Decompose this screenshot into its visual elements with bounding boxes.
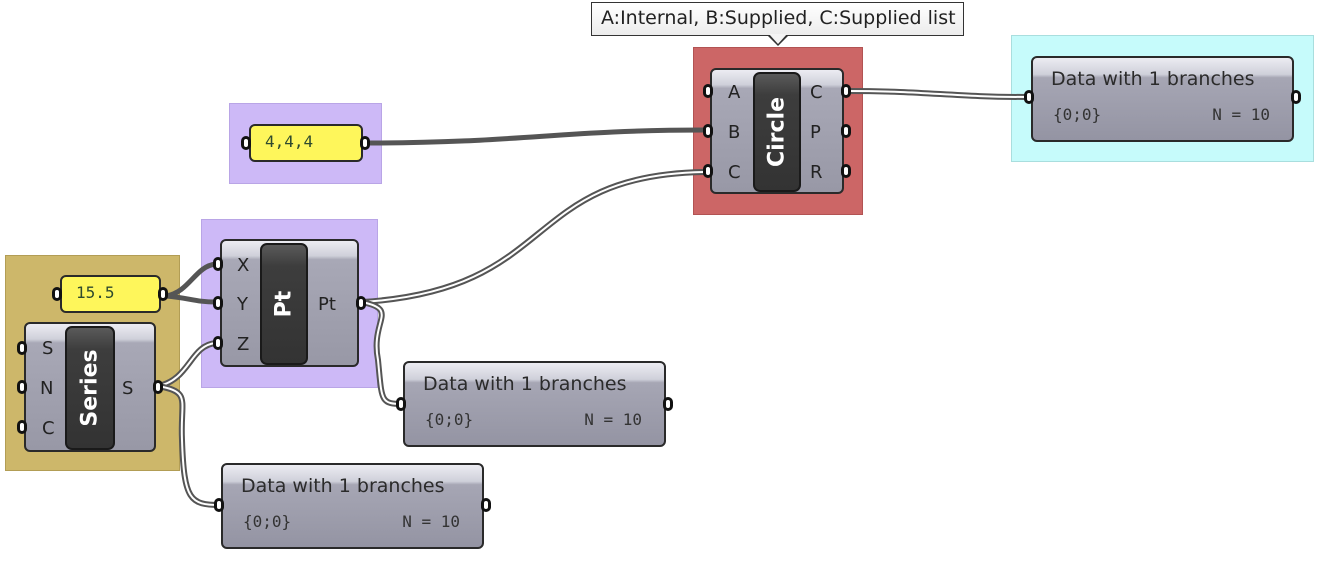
wire-number-to-x [163,261,219,299]
series-component-label: Series [77,349,103,427]
series-input-n-grip[interactable] [17,380,27,394]
panel-input-grip[interactable] [214,498,224,512]
number-value: 15.5 [76,283,115,302]
number-output-grip[interactable] [158,287,168,301]
panel-count: N = 10 [1212,105,1270,124]
point-input-z[interactable]: Z [237,334,250,355]
data-panel-circle[interactable]: Data with 1 branches {0;0} N = 10 [1031,56,1294,142]
vector-output-grip[interactable] [360,136,370,150]
vector-value-input[interactable]: 4,4,4 [249,124,363,162]
series-input-n[interactable]: N [40,378,54,399]
point-input-x-grip[interactable] [213,257,223,271]
point-component-core[interactable]: Pt [260,243,308,365]
circle-output-r[interactable]: R [810,162,823,183]
circle-component[interactable]: Circle A B C C P R [710,68,844,194]
series-input-s-grip[interactable] [17,341,27,355]
number-value-input[interactable]: 15.5 [60,275,161,313]
series-input-s[interactable]: S [42,338,54,359]
point-component[interactable]: Pt X Y Z Pt [220,239,359,367]
circle-input-c-grip[interactable] [703,164,713,178]
panel-title: Data with 1 branches [423,373,627,395]
circle-component-label: Circle [764,96,790,168]
vector-value: 4,4,4 [265,132,314,151]
circle-output-p-grip[interactable] [841,124,851,138]
circle-input-c[interactable]: C [728,162,741,183]
circle-output-c-grip[interactable] [841,84,851,98]
panel-input-grip[interactable] [396,397,406,411]
panel-branch: {0;0} [243,512,292,531]
point-input-y[interactable]: Y [237,294,248,315]
circle-output-p[interactable]: P [810,122,821,143]
panel-title: Data with 1 branches [241,475,445,497]
panel-branch: {0;0} [1053,105,1102,124]
circle-input-a-grip[interactable] [703,84,713,98]
vector-input-grip[interactable] [241,136,251,150]
circle-input-b-grip[interactable] [703,124,713,138]
panel-output-grip[interactable] [481,498,491,512]
point-input-z-grip[interactable] [213,336,223,350]
circle-input-b[interactable]: B [728,122,741,143]
panel-count: N = 10 [402,512,460,531]
panel-count: N = 10 [584,410,642,429]
circle-input-a[interactable]: A [728,82,741,103]
circle-component-core[interactable]: Circle [753,72,801,192]
point-output-pt-grip[interactable] [356,296,366,310]
panel-output-grip[interactable] [1291,90,1301,104]
point-input-x[interactable]: X [237,255,250,276]
circle-output-r-grip[interactable] [841,164,851,178]
data-panel-series[interactable]: Data with 1 branches {0;0} N = 10 [221,463,484,549]
panel-input-grip[interactable] [1024,90,1034,104]
point-output-pt[interactable]: Pt [318,294,336,315]
number-input-grip[interactable] [52,287,62,301]
point-input-y-grip[interactable] [213,296,223,310]
circle-output-c[interactable]: C [810,82,823,103]
series-output-s[interactable]: S [122,378,134,399]
series-input-c-grip[interactable] [17,420,27,434]
tooltip: A:Internal, B:Supplied, C:Supplied list [591,2,964,36]
panel-branch: {0;0} [425,410,474,429]
wire-number-to-y [163,293,219,305]
series-component[interactable]: Series S N C S [24,322,156,452]
panel-output-grip[interactable] [663,397,673,411]
data-panel-point[interactable]: Data with 1 branches {0;0} N = 10 [403,361,666,447]
panel-title: Data with 1 branches [1051,68,1255,90]
series-component-core[interactable]: Series [65,326,115,450]
wire-vector-to-circle-b [363,127,707,146]
series-input-c[interactable]: C [42,418,55,439]
wire-series-to-panel [155,383,223,508]
point-component-label: Pt [271,290,297,318]
series-output-s-grip[interactable] [153,380,163,394]
